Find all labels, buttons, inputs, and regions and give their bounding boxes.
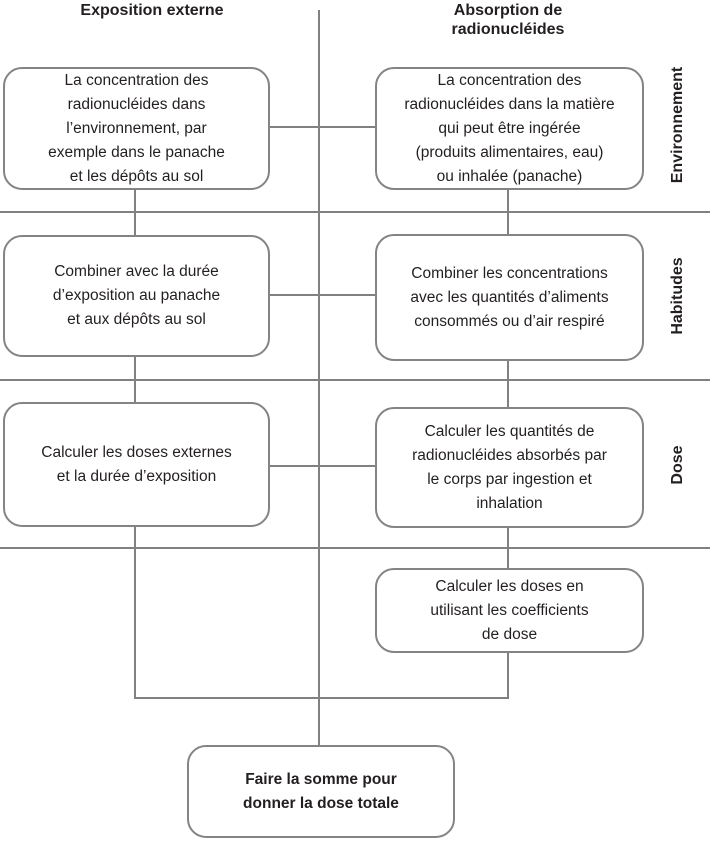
- row-label-dose: Dose: [669, 445, 686, 485]
- bottom-collector-line: [134, 697, 509, 699]
- center-spine-line: [318, 10, 320, 746]
- box-dose-coefficients: Calculer les doses en utilisant les coef…: [375, 568, 644, 653]
- column-header-exposition-externe: Exposition externe: [80, 2, 224, 19]
- column-header-absorption-radionucleides: Absorption de radionucléides: [451, 2, 565, 38]
- box-total-dose: Faire la somme pour donner la dose total…: [187, 745, 455, 838]
- row1-cross-connector-line: [268, 126, 376, 128]
- box-external-dose-calculation: Calculer les doses externes et la durée …: [3, 402, 270, 527]
- divider-habitudes-dose: [0, 379, 710, 381]
- divider-dose-bottom: [0, 547, 710, 549]
- box-intake-concentration: La concentration des radionucléides dans…: [375, 67, 644, 190]
- box-absorbed-quantities: Calculer les quantités de radionucléides…: [375, 407, 644, 528]
- divider-environnement-habitudes: [0, 211, 710, 213]
- row-label-habitudes: Habitudes: [669, 257, 686, 335]
- row3-cross-connector-line: [268, 465, 376, 467]
- row-label-environnement: Environnement: [669, 66, 686, 184]
- box-exposure-duration: Combiner avec la durée d’exposition au p…: [3, 235, 270, 357]
- box-intake-quantities: Combiner les concentrations avec les qua…: [375, 234, 644, 361]
- row2-cross-connector-line: [268, 294, 376, 296]
- box-external-concentration: La concentration des radionucléides dans…: [3, 67, 270, 190]
